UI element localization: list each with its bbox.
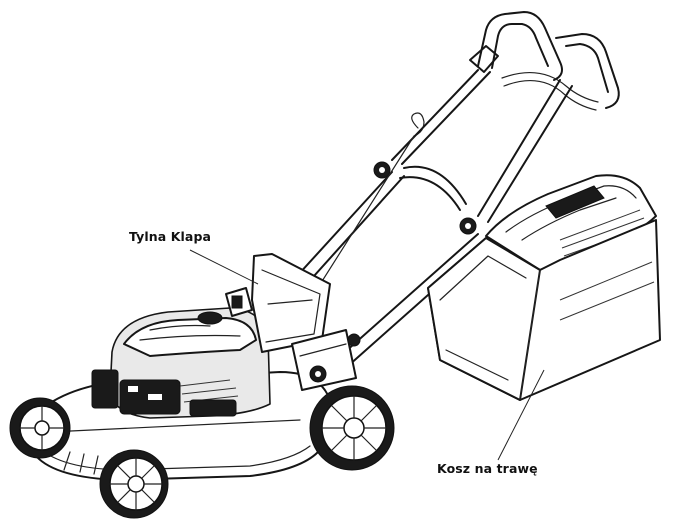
front-right-wheel xyxy=(99,449,169,519)
mower-body xyxy=(29,253,361,481)
grass-bag-label: Kosz na trawę xyxy=(437,461,538,476)
rear-flap-leader-line xyxy=(189,249,259,285)
rear-flap-label: Tylna Klapa xyxy=(129,229,212,244)
grass-bag-leader-line xyxy=(497,369,545,461)
rear-right-wheel xyxy=(309,385,395,471)
front-left-wheel xyxy=(9,397,71,459)
grass-bag xyxy=(427,174,661,401)
